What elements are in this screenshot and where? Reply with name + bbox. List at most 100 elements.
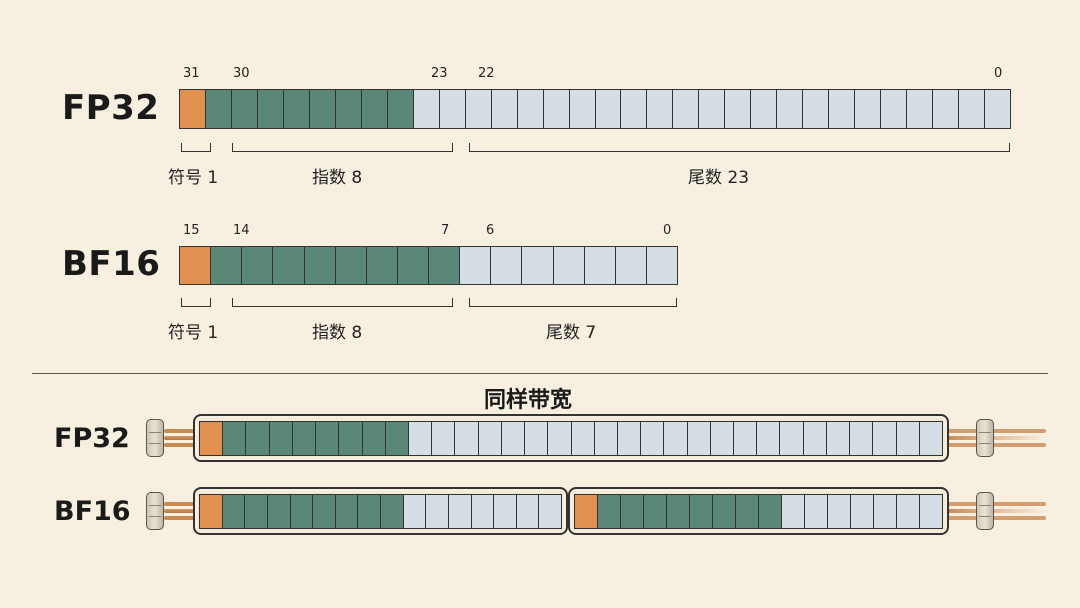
fp32-mantissa-bit: [439, 90, 466, 128]
bf16-exponent-bracket: [232, 298, 453, 307]
bus-bf16-b-mantissa-bit: [874, 495, 897, 528]
bus-bf16-b-mantissa-bit: [828, 495, 851, 528]
bus-fp32-exponent-bit: [339, 422, 363, 455]
bus-fp32-mantissa-bit: [896, 422, 920, 455]
fp32-exponent-label: 指数 8: [312, 168, 363, 188]
fp32-mantissa-bit: [907, 90, 934, 128]
bus-bf16-a-exponent-bit: [245, 495, 268, 528]
bf16-exponent-bit: [304, 247, 336, 284]
bus-bf16-b-mantissa-bit: [805, 495, 828, 528]
fp32-mantissa-bracket: [469, 143, 1010, 152]
bf16-mantissa-bit: [491, 247, 523, 284]
bus-bf16-b-exponent-bit: [667, 495, 690, 528]
bus-fp32-mantissa-bit: [826, 422, 851, 455]
fp32-mantissa-bit: [543, 90, 570, 128]
fp32-exponent-bit: [361, 90, 388, 128]
bus-fp32-mantissa-bit: [757, 422, 781, 455]
fp32-exponent-bit: [309, 90, 336, 128]
bf16-exponent-bit: [429, 247, 461, 284]
bus-bf16-right-connector: [976, 492, 994, 530]
fp32-exponent-bit: [205, 90, 232, 128]
fp32-exponent-bit: [387, 90, 414, 128]
bf16-mantissa-bracket: [469, 298, 677, 307]
bf16-mantissa-label: 尾数 7: [546, 323, 597, 343]
bf16-exponent-bit: [397, 247, 429, 284]
bus-bf16-b-exponent-bit: [598, 495, 621, 528]
fp32-exponent-bit: [283, 90, 310, 128]
bus-fp32-mantissa-bit: [780, 422, 804, 455]
bus-bf16-b-exponent-bit: [690, 495, 713, 528]
bus-fp32-exponent-bit: [269, 422, 293, 455]
fp32-format-label: FP32: [62, 88, 160, 128]
bf16-exponent-bit: [335, 247, 367, 284]
bus-bf16-bits-2: [574, 494, 943, 529]
fp32-mantissa-bit: [465, 90, 492, 128]
bus-fp32-label: FP32: [54, 423, 130, 454]
bus-fp32-mantissa-bit: [571, 422, 595, 455]
fp32-exponent-bit: [335, 90, 362, 128]
fp32-mantissa-bit: [959, 90, 986, 128]
bus-fp32-mantissa-bit: [803, 422, 827, 455]
bandwidth-title: 同样带宽: [484, 388, 573, 413]
bus-bf16-b-exponent-bit: [736, 495, 759, 528]
bf16-exponent-bit: [211, 247, 243, 284]
bus-bf16-a-mantissa-bit: [539, 495, 561, 528]
bus-fp32-exponent-bit: [292, 422, 317, 455]
bus-fp32-mantissa-bit: [873, 422, 897, 455]
bus-fp32-mantissa-bit: [664, 422, 688, 455]
bus-fp32-mantissa-bit: [432, 422, 456, 455]
fp32-sign-bit: [180, 90, 206, 128]
bus-bf16-a-exponent-bit: [381, 495, 404, 528]
fp32-bit-31: 31: [183, 66, 200, 81]
bus-bf16-a-mantissa-bit: [426, 495, 449, 528]
fp32-bit-23: 23: [431, 66, 448, 81]
bus-bf16-b-exponent-bit: [621, 495, 644, 528]
fp32-exponent-bracket: [232, 143, 453, 152]
bf16-mantissa-bit: [615, 247, 647, 284]
bus-bf16-right-wire: [946, 509, 1046, 513]
fp32-mantissa-bit: [725, 90, 752, 128]
fp32-mantissa-bit: [673, 90, 700, 128]
bus-bf16-a-mantissa-bit: [494, 495, 517, 528]
bus-bf16-left-wire: [164, 509, 196, 513]
bus-fp32-exponent-bit: [246, 422, 270, 455]
bus-bf16-b-mantissa-bit: [851, 495, 874, 528]
fp32-mantissa-bit: [413, 90, 440, 128]
bf16-sign-bit: [180, 247, 212, 284]
fp32-mantissa-bit: [777, 90, 804, 128]
bf16-exponent-bit: [242, 247, 274, 284]
bf16-mantissa-bit: [460, 247, 492, 284]
fp32-mantissa-bit: [699, 90, 726, 128]
fp32-mantissa-bit: [595, 90, 622, 128]
bf16-exponent-label: 指数 8: [312, 323, 363, 343]
bus-fp32-mantissa-bit: [710, 422, 735, 455]
bus-fp32-sign-bit: [200, 422, 224, 455]
fp32-mantissa-bit: [881, 90, 908, 128]
fp32-sign-label: 符号 1: [168, 168, 219, 188]
bus-bf16-a-mantissa-bit: [403, 495, 427, 528]
bus-bf16-b-exponent-bit: [713, 495, 736, 528]
bf16-exponent-bit: [273, 247, 305, 284]
bf16-format-label: BF16: [62, 244, 161, 284]
bus-fp32-mantissa-bit: [408, 422, 433, 455]
bus-fp32-mantissa-bit: [455, 422, 479, 455]
fp32-mantissa-bit: [985, 90, 1010, 128]
fp32-exponent-bit: [231, 90, 258, 128]
bus-fp32-exponent-bit: [362, 422, 386, 455]
fp32-mantissa-bit: [621, 90, 648, 128]
fp32-bit-strip: [179, 89, 1011, 129]
bus-fp32-bits: [199, 421, 943, 456]
bus-bf16-left-connector: [146, 492, 164, 530]
fp32-mantissa-bit: [517, 90, 544, 128]
fp32-mantissa-label: 尾数 23: [688, 168, 750, 188]
fp32-mantissa-bit: [855, 90, 882, 128]
fp32-mantissa-bit: [933, 90, 960, 128]
bus-bf16-a-mantissa-bit: [516, 495, 540, 528]
fp32-sign-bracket: [181, 143, 211, 152]
bus-fp32-mantissa-bit: [919, 422, 942, 455]
bus-fp32-mantissa-bit: [734, 422, 758, 455]
bus-fp32-mantissa-bit: [641, 422, 665, 455]
bus-bf16-a-sign-bit: [200, 495, 223, 528]
bus-bf16-b-sign-bit: [575, 495, 598, 528]
fp32-mantissa-bit: [647, 90, 674, 128]
